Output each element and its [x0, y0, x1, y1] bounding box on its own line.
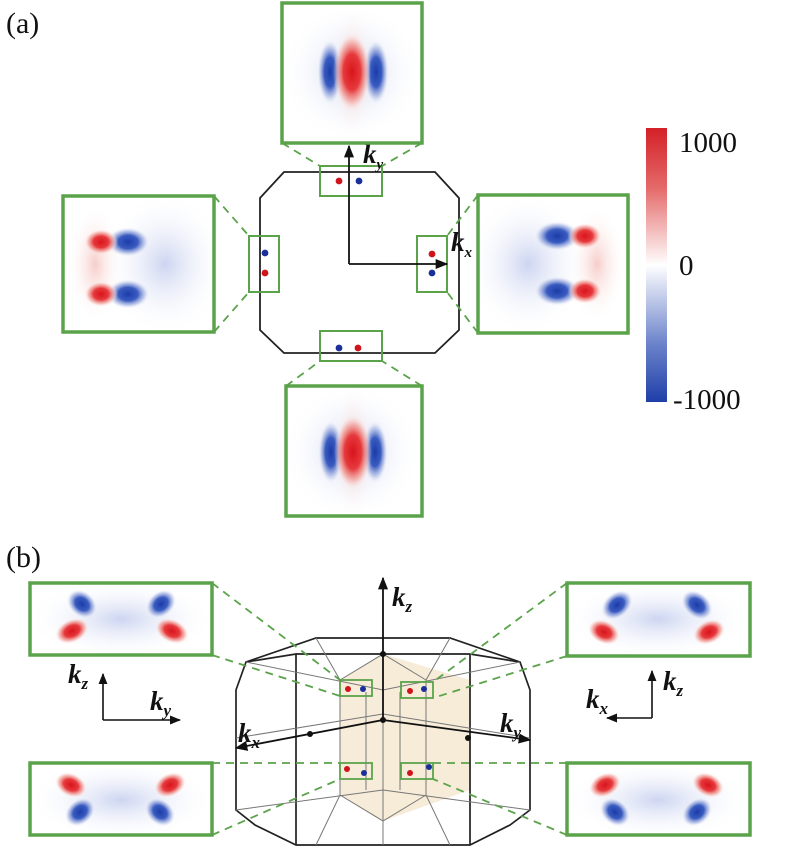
- red-dot: [345, 686, 351, 692]
- zoom-panel-right: [476, 193, 630, 335]
- panel-b-label: (b): [6, 541, 41, 574]
- kz-label-triad-left: kz: [68, 659, 89, 693]
- weyl-points-a: [261, 177, 436, 352]
- highlight-left: [248, 235, 280, 293]
- ky-axis-b: [382, 719, 532, 744]
- red-dot: [354, 344, 362, 352]
- zoom-panel-b-bottom-right: [565, 761, 752, 837]
- blue-dot: [360, 686, 366, 692]
- kx-label-b: kx: [238, 718, 261, 752]
- axes-triad-right: kz kx: [586, 666, 684, 723]
- red-dot: [344, 766, 350, 772]
- blue-dot: [421, 686, 427, 692]
- blue-dot: [261, 249, 269, 257]
- kx-label-triad-right: kx: [586, 684, 609, 718]
- axes-triad-left: kz ky: [68, 659, 182, 725]
- panel-a-label: (a): [6, 7, 39, 40]
- red-dot: [428, 250, 436, 258]
- zoom-panel-left: [61, 194, 216, 334]
- ky-label-triad-left: ky: [150, 686, 172, 720]
- high-symmetry-points: [307, 651, 471, 741]
- bz-shaded-planes: [340, 654, 470, 821]
- zoom-panel-b-top-left: [28, 581, 214, 657]
- zone-highlight-boxes-b: [339, 679, 434, 780]
- blue-dot: [361, 770, 367, 776]
- zoom-panel-b-bottom-left: [28, 761, 214, 837]
- colorbar-max-label: 1000: [679, 127, 737, 159]
- highlight-bottom: [319, 330, 383, 362]
- blue-dot: [428, 269, 436, 277]
- blue-dot: [426, 764, 432, 770]
- ky-label-a: ky: [363, 139, 384, 173]
- kx-label-a: kx: [451, 227, 473, 261]
- kz-label-b: kz: [392, 582, 413, 616]
- zoom-panel-top: [280, 1, 424, 145]
- brillouin-zone-2d: [259, 171, 460, 354]
- colorbar-gradient: [646, 128, 667, 402]
- zoom-connectors-a: [213, 142, 479, 387]
- red-dot: [407, 770, 413, 776]
- red-dot: [261, 269, 269, 277]
- ky-label-b: ky: [500, 708, 522, 742]
- colorbar-mid-label: 0: [679, 250, 694, 282]
- red-dot: [407, 688, 413, 694]
- red-dot: [335, 177, 343, 185]
- blue-dot: [355, 177, 363, 185]
- zoom-panel-bottom: [284, 384, 424, 518]
- zoom-panel-b-top-right: [565, 581, 752, 658]
- blue-dot: [335, 344, 343, 352]
- colorbar-min-label: -1000: [673, 384, 741, 416]
- zoom-connectors-b: [211, 582, 568, 836]
- highlight-top: [319, 165, 383, 197]
- weyl-points-b: [344, 686, 432, 776]
- colorbar: 1000 0 -1000: [646, 127, 741, 416]
- kz-label-triad-right: kz: [663, 666, 684, 700]
